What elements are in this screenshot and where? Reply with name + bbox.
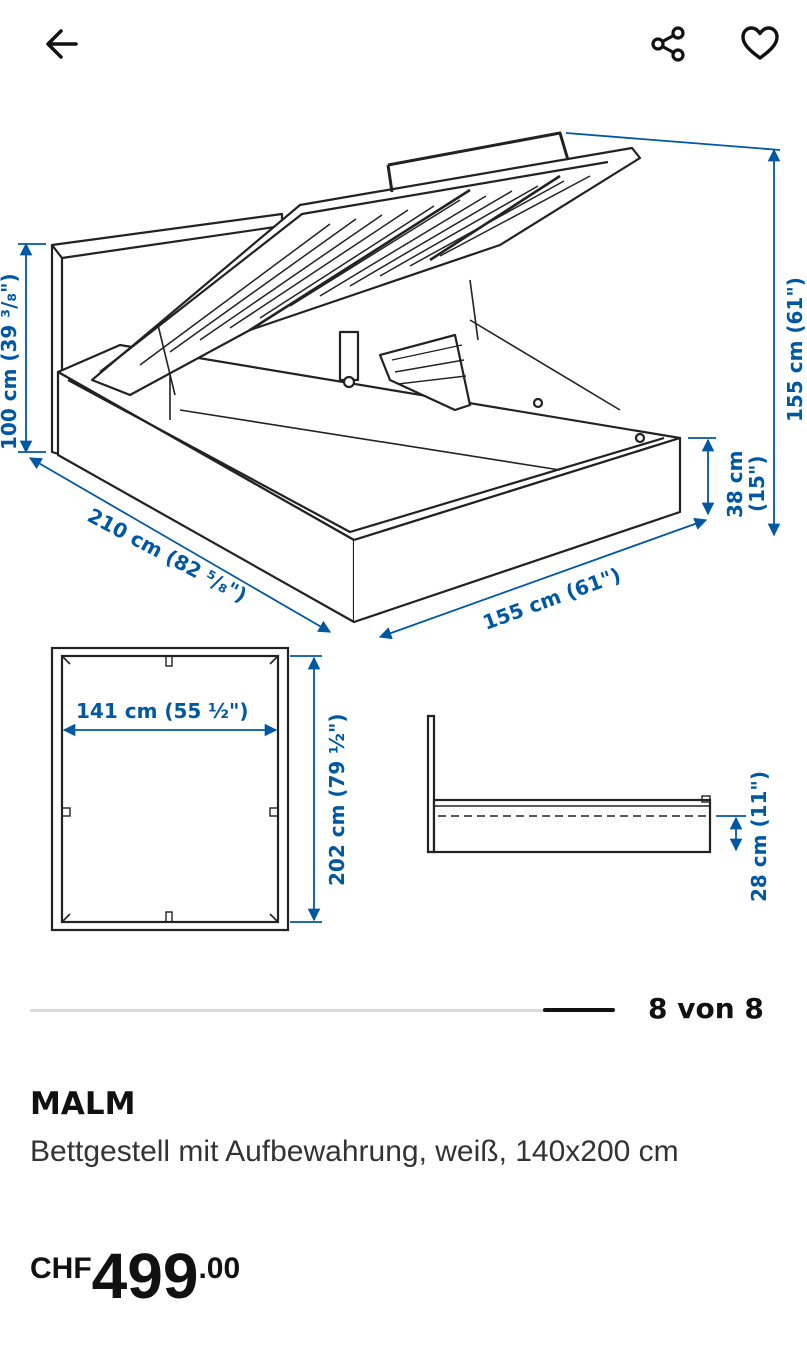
image-counter: 8 von 8 <box>648 992 764 1025</box>
dim-frame-height: 38 cm <box>723 451 747 519</box>
dimension-lines-side <box>716 815 746 852</box>
dimension-lines-top <box>62 655 322 923</box>
price-decimals: .00 <box>198 1252 241 1285</box>
share-button[interactable] <box>640 16 696 72</box>
dimension-lines-main <box>18 132 781 640</box>
product-info: MALM Bettgestell mit Aufbewahrung, weiß,… <box>30 1086 790 1174</box>
product-description: Bettgestell mit Aufbewahrung, weiß, 140x… <box>30 1135 679 1168</box>
back-button[interactable] <box>34 16 90 72</box>
share-icon <box>651 26 685 62</box>
dim-inner-width: 141 cm (55 ½") <box>76 699 249 723</box>
pager-track[interactable] <box>30 1009 615 1012</box>
price-integer: 499 <box>91 1240 199 1312</box>
top-bar <box>0 0 807 92</box>
product-name: MALM <box>30 1086 136 1122</box>
product-price: CHF 499 .00 <box>30 1240 240 1312</box>
pager-progress-thumb[interactable] <box>543 1008 615 1012</box>
dim-underbed-clearance: 28 cm (11") <box>747 771 771 902</box>
favorite-button[interactable] <box>732 16 788 72</box>
dim-frame-height-inches: (15") <box>745 455 769 512</box>
dim-open-height: 155 cm (61") <box>783 277 807 422</box>
arrow-left-icon <box>46 29 78 59</box>
heart-icon <box>741 26 779 60</box>
gallery-pager: 8 von 8 <box>0 990 807 1036</box>
price-currency: CHF <box>30 1252 92 1285</box>
bed-side-view <box>426 714 712 854</box>
dim-inner-length: 202 cm (79 ½") <box>325 713 349 886</box>
bed-top-view <box>50 646 290 932</box>
dim-headboard-height: 100 cm (39 ³/₈") <box>0 273 21 450</box>
product-dimension-illustration[interactable]: 100 cm (39 ³/₈") 210 cm (82 ⁵/₈") 155 cm… <box>0 100 807 980</box>
